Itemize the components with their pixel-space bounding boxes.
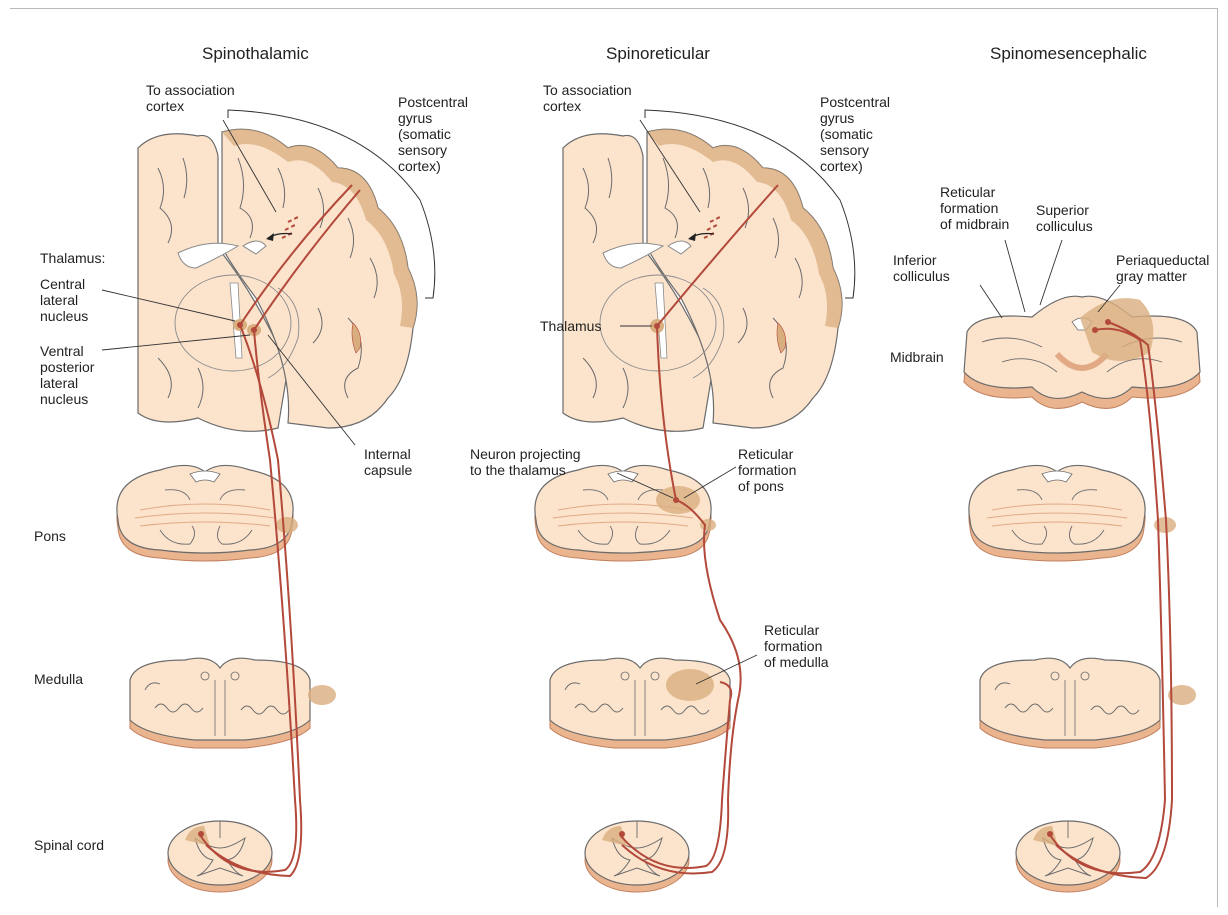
label-reticular-formation-pons: Reticular formation of pons: [738, 446, 796, 494]
brain-slice-1: [138, 129, 417, 431]
label-neuron-projecting: Neuron projecting to the thalamus: [470, 446, 581, 478]
label-periaqueductal-gray: Periaqueductal gray matter: [1116, 252, 1209, 284]
label-superior-colliculus: Superior colliculus: [1036, 202, 1093, 234]
midbrain-slice: [964, 296, 1200, 408]
spinal-cord-slice-3: [1016, 821, 1120, 892]
row-label-medulla: Medulla: [34, 671, 83, 687]
row-label-spinal-cord: Spinal cord: [34, 837, 104, 853]
title-spinomesencephalic: Spinomesencephalic: [990, 44, 1147, 64]
label-postcentral-gyrus-2: Postcentral gyrus (somatic sensory corte…: [820, 94, 890, 174]
medulla-slice-1: [130, 658, 310, 748]
label-central-lateral-nucleus: Central lateral nucleus: [40, 276, 88, 324]
spinoreticular-column: [535, 110, 855, 892]
spinomesencephalic-column: [964, 240, 1200, 892]
row-label-midbrain: Midbrain: [890, 349, 944, 365]
label-internal-capsule: Internal capsule: [364, 446, 412, 478]
brain-slice-2: [563, 129, 842, 431]
row-label-pons: Pons: [34, 528, 66, 544]
title-spinothalamic: Spinothalamic: [202, 44, 309, 64]
label-postcentral-gyrus-1: Postcentral gyrus (somatic sensory corte…: [398, 94, 468, 174]
label-thalamus-heading: Thalamus:: [40, 250, 105, 266]
label-to-association-cortex-2: To association cortex: [543, 82, 632, 114]
medulla-slice-3: [980, 658, 1160, 748]
label-ventral-posterior-lateral-nucleus: Ventral posterior lateral nucleus: [40, 343, 94, 407]
pons-slice-3: [969, 465, 1145, 561]
label-to-association-cortex-1: To association cortex: [146, 82, 235, 114]
label-thalamus-2: Thalamus: [540, 318, 601, 334]
pons-slice-1: [117, 465, 293, 561]
label-reticular-formation-medulla: Reticular formation of medulla: [764, 622, 829, 670]
label-reticular-formation-midbrain: Reticular formation of midbrain: [940, 184, 1009, 232]
label-inferior-colliculus: Inferior colliculus: [893, 252, 950, 284]
title-spinoreticular: Spinoreticular: [606, 44, 710, 64]
spinothalamic-column: [102, 110, 435, 892]
